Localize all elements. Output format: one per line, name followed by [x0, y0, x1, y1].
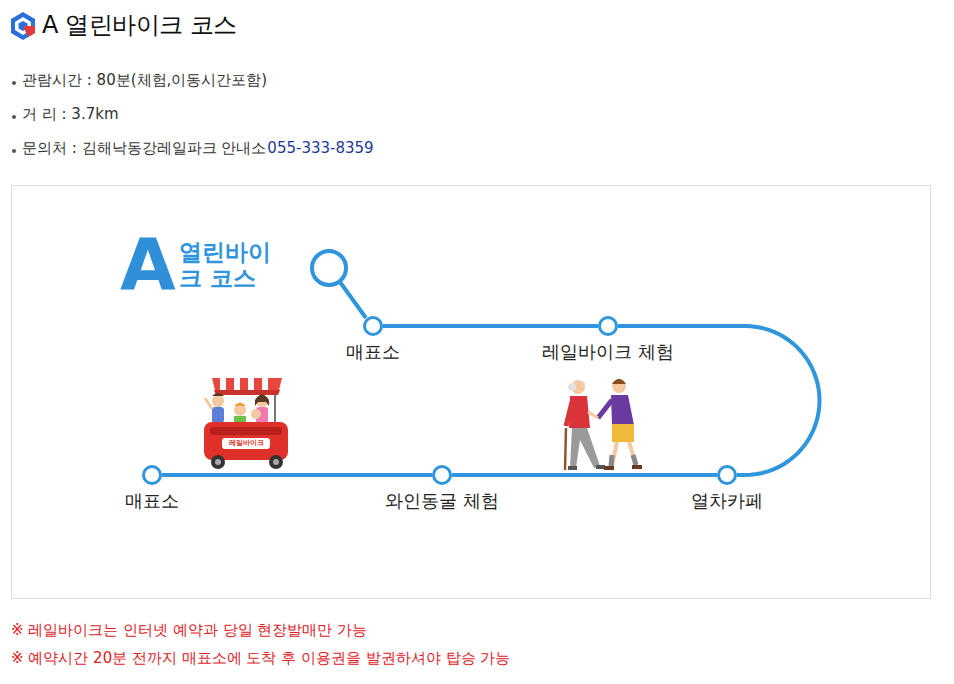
- title-icon: [11, 12, 35, 40]
- course-name: 열린바이크 코스: [179, 240, 291, 292]
- station-circle: 매표소: [363, 316, 383, 336]
- route-line: [162, 473, 432, 477]
- start-lead: [340, 282, 366, 318]
- station-circle: 레일바이크 체험: [598, 316, 618, 336]
- station-circle: 와인동굴 체험: [432, 465, 452, 485]
- course-letter: A: [120, 228, 176, 300]
- diagram-frame: [12, 186, 931, 599]
- info-line: 거 리 : 3.7km: [22, 105, 119, 125]
- couple-illustration: [565, 379, 642, 470]
- note-line: ※ 예약시간 20분 전까지 매표소에 도착 후 이용권을 발권하셔야 탑승 가…: [11, 649, 510, 669]
- note-line: ※ 레일바이크는 인터넷 예약과 당일 현장발매만 가능: [11, 621, 367, 641]
- bullet-dots: [12, 81, 16, 153]
- station-circle: 매표소: [142, 465, 162, 485]
- station-label: 와인동굴 체험: [385, 490, 499, 512]
- car-plate-text: 레일바이크: [229, 440, 264, 447]
- start-circle: [312, 251, 346, 285]
- route-line: [452, 473, 717, 477]
- phone-number: 055-333-8359: [267, 139, 373, 159]
- page-title: A 열린바이크 코스: [42, 9, 237, 41]
- railbike-illustration: [204, 378, 288, 469]
- station-label: 열차카페: [691, 490, 763, 512]
- station-circle: 열차카페: [717, 465, 737, 485]
- station-label: 레일바이크 체험: [542, 341, 674, 363]
- station-label: 매표소: [125, 490, 179, 512]
- station-label: 매표소: [346, 341, 400, 363]
- info-line: 문의처 : 김해낙동강레일파크 안내소: [22, 139, 266, 159]
- route-line: [383, 324, 598, 328]
- info-line: 관람시간 : 80분(체험,이동시간포함): [22, 71, 267, 91]
